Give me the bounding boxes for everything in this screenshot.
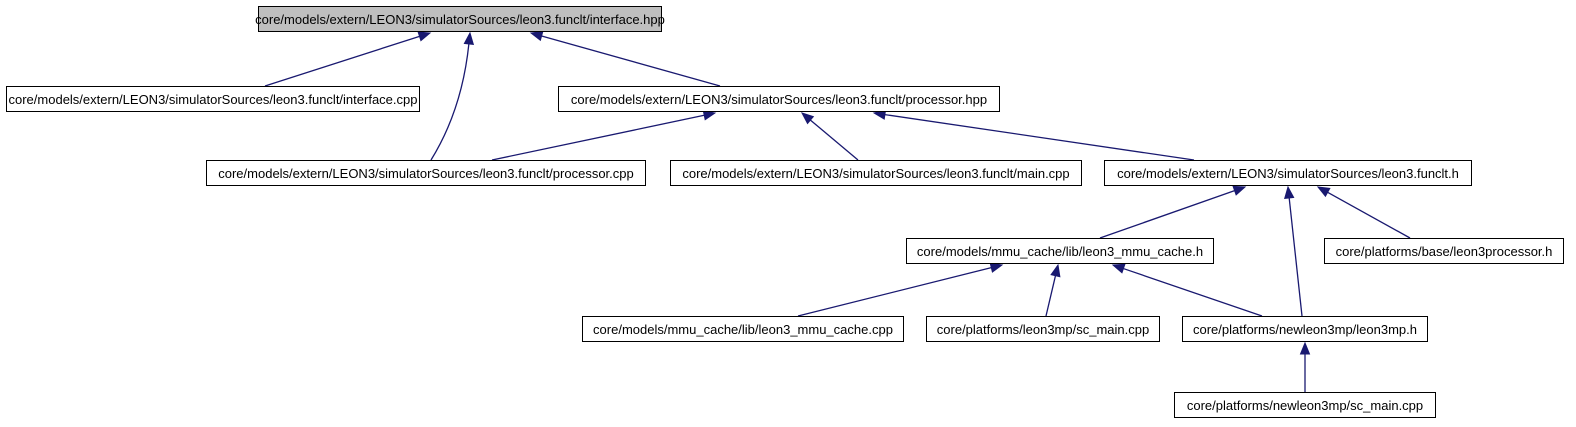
node-interface-cpp[interactable]: core/models/extern/LEON3/simulatorSource… [6, 86, 420, 112]
arrowhead-mmu_cache_h-to-funclt_h [1232, 185, 1247, 196]
node-leon3mp-sc-main-cpp[interactable]: core/platforms/leon3mp/sc_main.cpp [926, 316, 1160, 342]
edge-processor_cpp-to-processor_hpp [491, 114, 705, 161]
arrowhead-leon3processor_h-to-funclt_h [1316, 186, 1331, 198]
arrowhead-mmu_cache_cpp-to-mmu_cache_h [989, 262, 1004, 273]
arrowhead-processor_cpp-to-interface_hpp [463, 31, 475, 45]
node-processor-hpp[interactable]: core/models/extern/LEON3/simulatorSource… [558, 86, 1000, 112]
edge-mmu_cache_cpp-to-mmu_cache_h [797, 267, 992, 317]
node-leon3-funclt-h[interactable]: core/models/extern/LEON3/simulatorSource… [1104, 160, 1472, 186]
arrowhead-interface_cpp-to-interface_hpp [417, 31, 432, 42]
edge-processor_cpp-to-interface_hpp [430, 43, 470, 161]
edge-leon3mp_sc_main-to-mmu_cache_h [1045, 275, 1057, 317]
node-leon3-mmu-cache-h[interactable]: core/models/mmu_cache/lib/leon3_mmu_cach… [906, 238, 1214, 264]
node-interface-hpp: core/models/extern/LEON3/simulatorSource… [255, 6, 665, 32]
node-processor-cpp[interactable]: core/models/extern/LEON3/simulatorSource… [206, 160, 646, 186]
node-leon3processor-h[interactable]: core/platforms/base/leon3processor.h [1324, 238, 1564, 264]
edge-funclt_h-to-processor_hpp [884, 113, 1195, 161]
edge-mmu_cache_h-to-funclt_h [1099, 190, 1235, 239]
node-newleon3mp-leon3mp-h[interactable]: core/platforms/newleon3mp/leon3mp.h [1182, 316, 1428, 342]
arrowhead-processor_hpp-to-interface_hpp [529, 31, 544, 42]
edge-newleon3mp_h-to-mmu_cache_h [1123, 267, 1263, 317]
edge-processor_hpp-to-interface_hpp [541, 35, 721, 87]
arrowhead-main_cpp-to-processor_hpp [800, 112, 815, 125]
edge-leon3processor_h-to-funclt_h [1327, 191, 1411, 239]
edge-newleon3mp_h-to-funclt_h [1288, 197, 1303, 317]
arrowhead-leon3mp_sc_main-to-mmu_cache_h [1050, 263, 1061, 278]
edge-interface_cpp-to-interface_hpp [264, 35, 420, 87]
node-leon3-mmu-cache-cpp[interactable]: core/models/mmu_cache/lib/leon3_mmu_cach… [582, 316, 904, 342]
arrowhead-newleon3mp_h-to-mmu_cache_h [1111, 263, 1126, 274]
edge-main_cpp-to-processor_hpp [810, 119, 859, 161]
arrowhead-newleon3mp_h-to-funclt_h [1284, 185, 1295, 199]
arrowhead-processor_cpp-to-processor_hpp [702, 110, 717, 121]
node-newleon3mp-sc-main-cpp[interactable]: core/platforms/newleon3mp/sc_main.cpp [1174, 392, 1436, 418]
node-main-cpp[interactable]: core/models/extern/LEON3/simulatorSource… [670, 160, 1082, 186]
arrowhead-newleon3mp_sc_main-to-newleon3mp_h [1299, 341, 1311, 355]
